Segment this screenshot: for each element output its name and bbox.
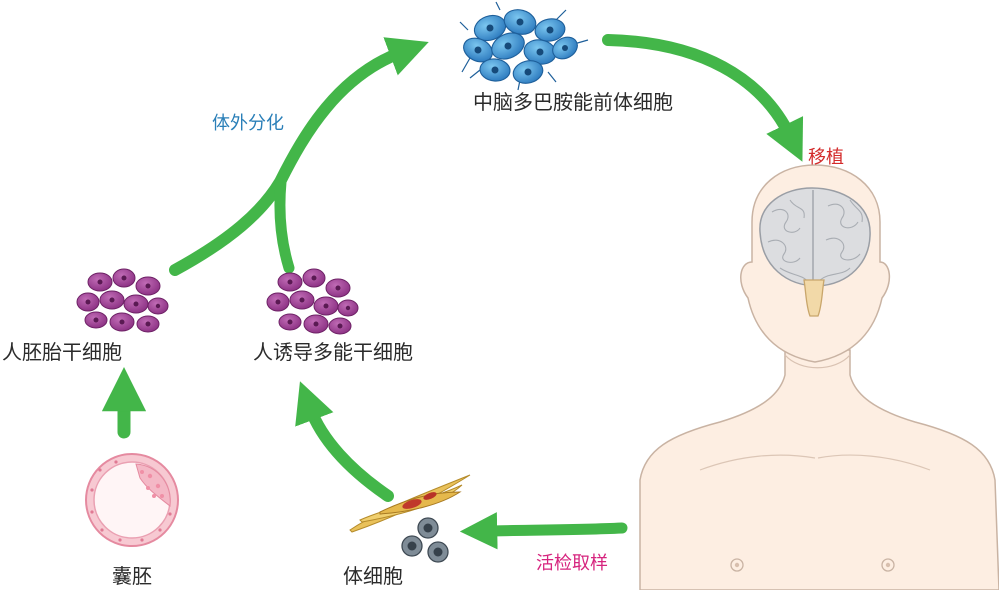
stem-cell-cluster-ipsc-icon [266, 268, 359, 335]
dopaminergic-neuron-cluster-icon [459, 1, 589, 91]
human-bust-with-brain-icon [639, 164, 999, 590]
arrow-somatic-to-ipsc [295, 381, 394, 502]
blastocyst-icon [85, 453, 179, 547]
arrow-biopsy [459, 512, 628, 550]
torso [639, 349, 999, 590]
label-ipsc: 人诱导多能干细胞 [253, 340, 413, 364]
label-in-vitro-differentiation: 体外分化 [212, 113, 284, 134]
arrows [101, 34, 804, 550]
brain-icon [759, 187, 871, 317]
fibroblast-cells-icon [349, 474, 471, 563]
label-hesc: 人胚胎干细胞 [2, 340, 122, 364]
label-transplant: 移植 [808, 147, 844, 168]
arrow-transplant [602, 34, 804, 162]
label-somatic-cell: 体细胞 [343, 564, 403, 588]
label-biopsy: 活检取样 [536, 553, 608, 574]
stem-cell-cluster-hesc-icon [76, 268, 169, 333]
label-blastocyst: 囊胚 [112, 564, 152, 588]
label-da-precursor: 中脑多巴胺能前体细胞 [473, 90, 673, 114]
arrow-differentiation [169, 37, 429, 276]
arrow-ipsc-merge [274, 176, 295, 274]
